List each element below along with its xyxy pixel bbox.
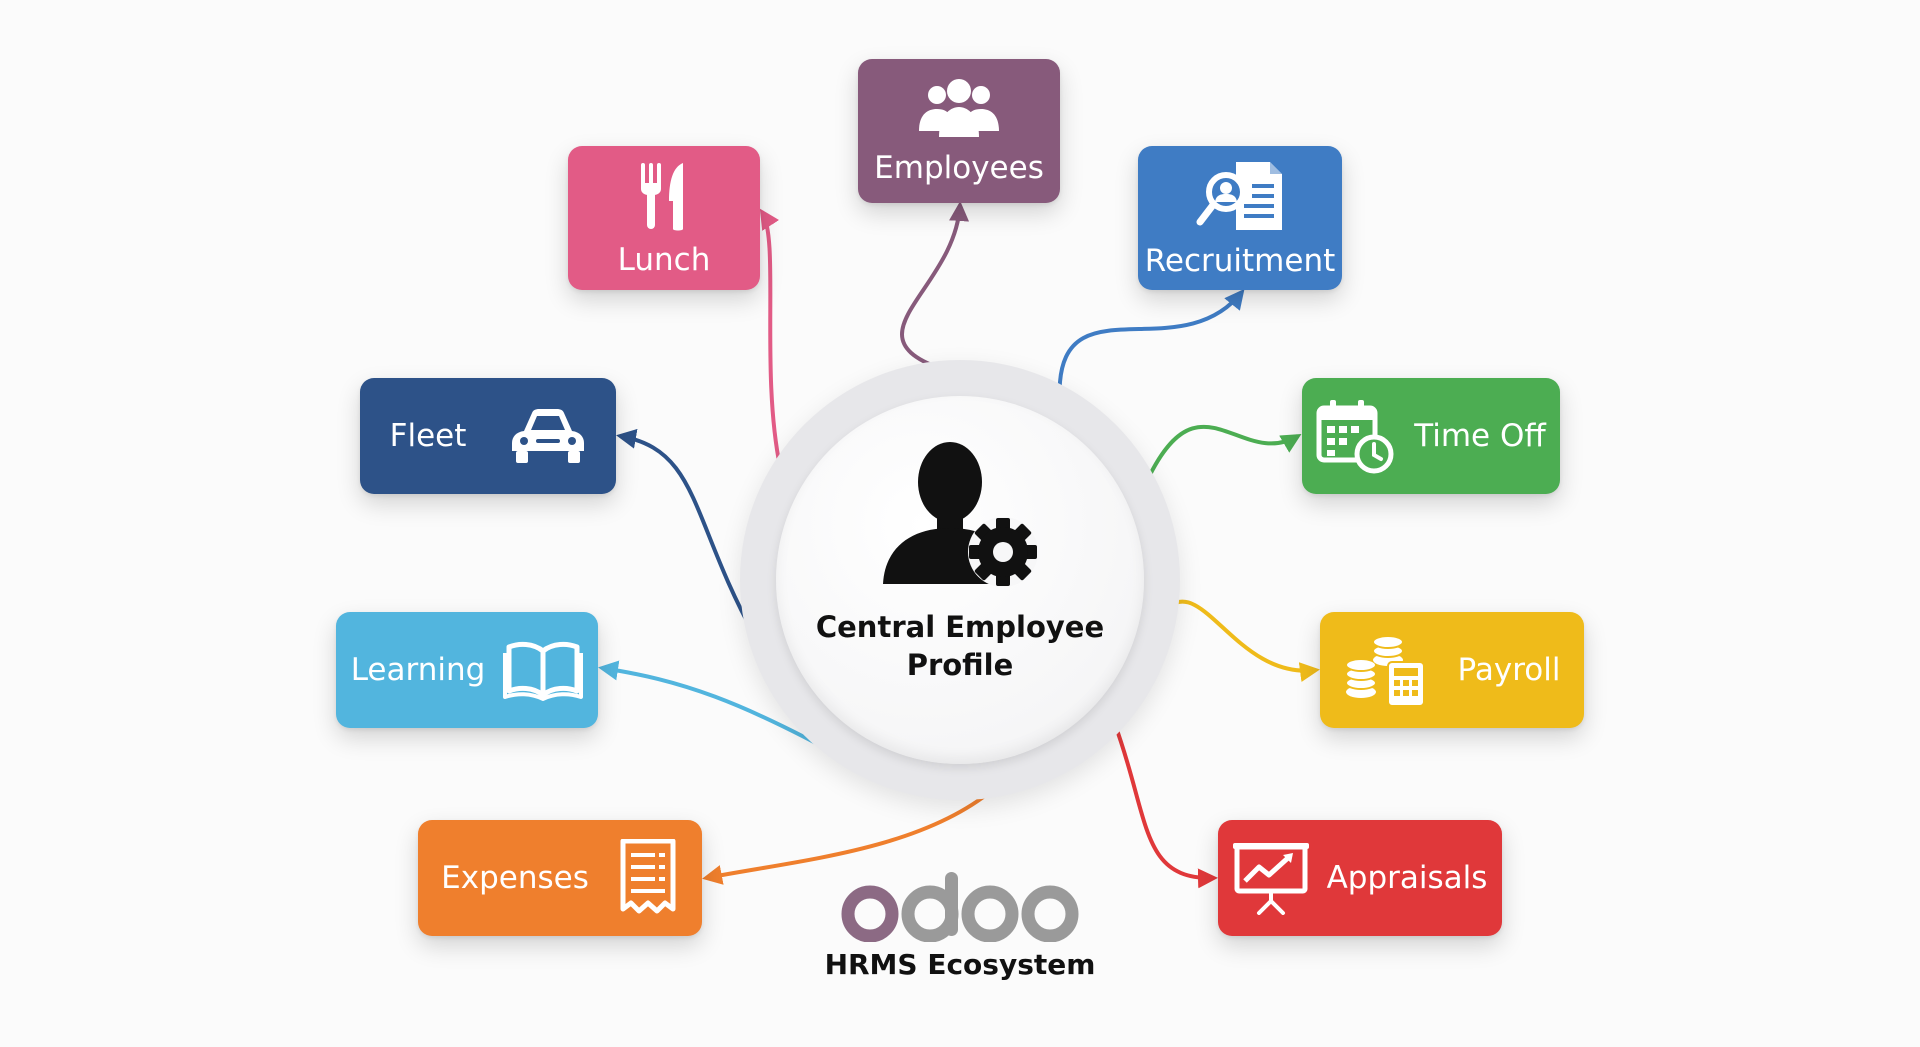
connector-arrow-employees [900,201,970,371]
connector-arrow-lunch [759,208,783,469]
resume-search-icon [1196,161,1282,230]
connector-arrow-payroll [1169,599,1320,682]
connector-arrow-recruitment [1057,288,1245,393]
connector-arrow-fleet [616,428,758,640]
module-payroll[interactable]: Payroll [1320,612,1584,728]
module-label: Learning [350,651,486,688]
module-recruitment[interactable]: Recruitment [1138,146,1342,290]
calendar-clock-icon [1316,400,1394,474]
module-label: Fleet [389,417,467,454]
connector-arrow-time-off [1145,424,1302,482]
module-employees[interactable]: Employees [858,59,1060,203]
central-employee-profile[interactable]: Central Employee Profile [776,396,1144,764]
module-label: Time Off [1414,417,1546,454]
hub-title: Central Employee Profile [815,610,1105,682]
module-appraisals[interactable]: Appraisals [1218,820,1502,936]
employee-settings-icon [883,442,1038,587]
connector-arrow-appraisals [1113,723,1218,889]
car-icon [512,409,585,463]
open-book-icon [503,641,584,701]
module-label: Payroll [1457,651,1561,688]
people-group-icon [919,78,999,137]
odoo-logo-text: odoo [840,939,843,941]
module-label: Appraisals [1326,859,1488,896]
module-expenses[interactable]: Expenses [418,820,702,936]
odoo-logo: odoo [840,872,1079,942]
module-lunch[interactable]: Lunch [568,146,760,290]
module-learning[interactable]: Learning [336,612,598,728]
brand-block: odoo HRMS Ecosystem [820,870,1100,981]
module-time-off[interactable]: Time Off [1302,378,1560,494]
module-label: Lunch [617,241,711,278]
receipt-icon [620,839,676,914]
coins-calculator-icon [1344,635,1425,707]
module-label: Employees [874,149,1044,186]
connector-arrow-expenses [702,787,995,885]
fork-knife-icon [641,162,683,230]
module-label: Recruitment [1144,242,1336,279]
module-fleet[interactable]: Fleet [360,378,616,494]
module-label: Expenses [441,859,589,896]
presentation-chart-icon [1232,843,1309,915]
brand-tagline: HRMS Ecosystem [824,948,1096,981]
